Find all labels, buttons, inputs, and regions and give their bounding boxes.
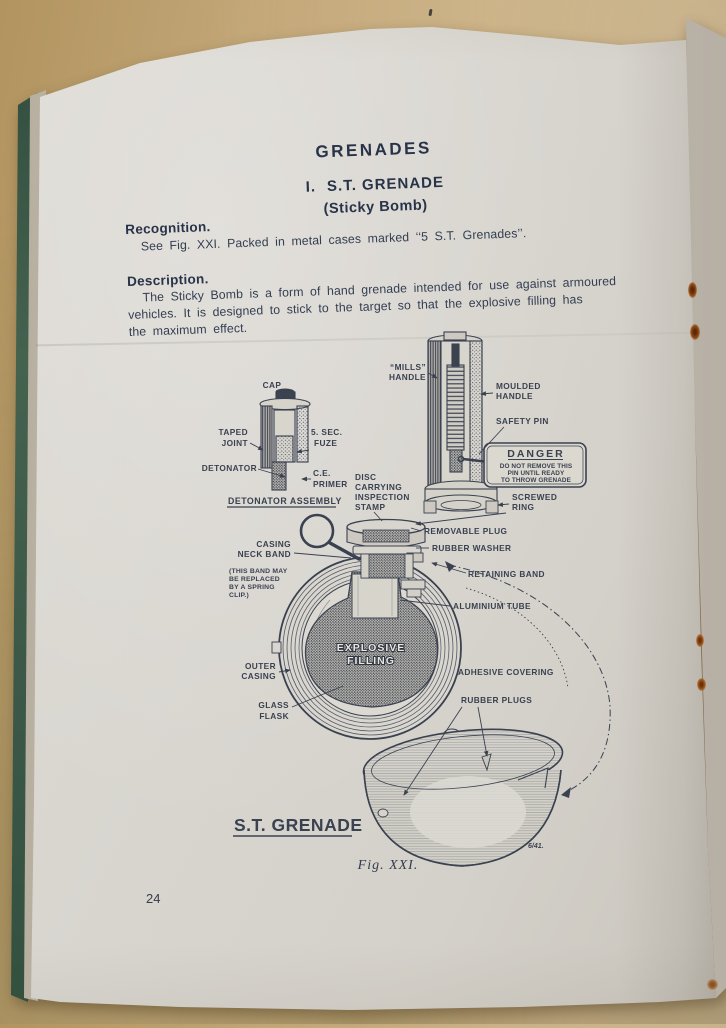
label-rubber-plugs: RUBBER PLUGS [461,695,532,705]
casing-hemisphere-drawing [360,720,566,867]
label-casing-neck-band: CASING [256,539,291,549]
label-cap: CAP [263,380,282,390]
rust-stain [690,324,700,340]
danger-text: PIN UNTIL READY [508,470,565,477]
label-safety-pin: SAFETY PIN [496,416,549,426]
diagram-labels: CAP TAPED JOINT 5. SEC. FUZE DETONATOR C… [202,362,573,850]
label-disc-stamp: INSPECTION [355,492,410,502]
label-detonator: DETONATOR [202,463,257,473]
band-note: BY A SPRING [229,584,275,591]
label-casing-neck-band: NECK BAND [238,549,291,559]
label-detonator-assembly: DETONATOR ASSEMBLY [228,496,342,506]
rust-stain [688,282,697,298]
label-moulded-handle: HANDLE [496,391,533,401]
plate-mark: 6/41. [528,843,544,850]
danger-text: DO NOT REMOVE THIS [500,463,573,470]
label-mills-handle: “MILLS” [390,362,426,372]
label-disc-stamp: CARRYING [355,482,402,492]
label-rubber-washer: RUBBER WASHER [432,543,511,553]
label-screwed-ring: RING [512,502,534,512]
rust-stain [697,678,706,691]
label-taped-joint: JOINT [222,438,248,448]
label-disc-stamp: STAMP [355,502,385,512]
label-retaining-band: RETAINING BAND [468,569,545,579]
label-screwed-ring: SCREWED [512,492,557,502]
danger-text: TO THROW GRENADE [501,477,572,484]
leader-lines [249,372,510,796]
figure-caption: Fig. XXI. [357,858,419,873]
rust-stain [696,634,704,647]
rust-stain [707,979,718,990]
label-glass-flask: GLASS [258,700,289,710]
label-ce-primer: PRIMER [313,479,348,489]
assembly-path-arcs [445,561,611,798]
label-outer-casing: CASING [241,671,276,681]
label-aluminium-tube: ALUMINIUM TUBE [453,601,531,611]
page-number: 24 [146,891,161,906]
danger-title: DANGER [507,448,565,460]
band-note: BE REPLACED [229,576,280,583]
label-outer-casing: OUTER [245,661,276,671]
label-mills-handle: HANDLE [389,372,426,382]
danger-plate [483,442,587,488]
label-adhesive-covering: ADHESIVE COVERING [458,667,554,677]
label-disc-stamp: DISC [355,472,376,482]
band-note: (THIS BAND MAY [229,568,288,575]
label-moulded-handle: MOULDED [496,381,541,391]
label-explosive-filling: FILLING [347,655,395,667]
detonator-assembly-drawing [259,388,311,491]
diagram-title: S.T. GRENADE [234,815,363,835]
label-taped-joint: TAPED [218,427,248,437]
label-fuze: 5. SEC. [311,427,342,437]
band-note: CLIP.) [229,592,249,599]
label-explosive-filling: EXPLOSIVE [337,642,406,654]
label-ce-primer: C.E. [313,468,331,478]
label-glass-flask: FLASK [259,711,289,721]
label-fuze: FUZE [314,438,337,448]
label-removable-plug: REMOVABLE PLUG [424,526,507,536]
